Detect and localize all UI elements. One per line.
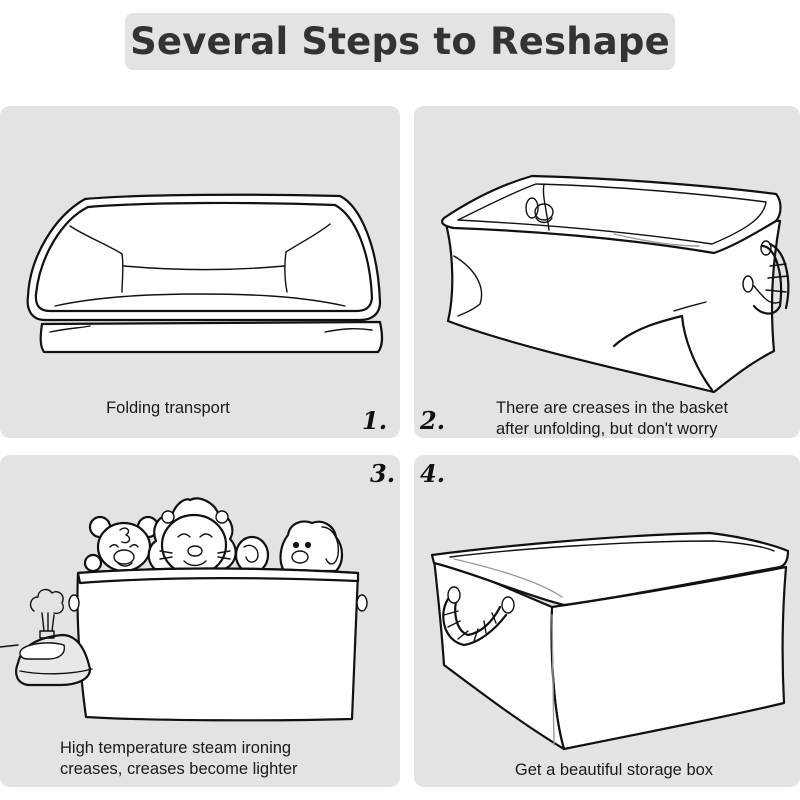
step-2-caption: There are creases in the basket after un… [496,398,776,438]
caption-line: Folding transport [106,399,230,417]
step-panel-3: 3. [0,455,400,787]
basket-with-toys-illustration [0,497,368,722]
caption-line: Get a beautiful storage box [514,761,714,779]
caption-line: High temperature steam ironing [60,739,292,757]
creased-basket-illustration [441,174,790,394]
page-title: Several Steps to Reshape [130,20,670,63]
folded-basket-illustration [26,193,384,354]
step-panel-4: 4. Get a beautiful storage box [414,455,800,787]
step-1-number: 1. [362,406,388,435]
step-4-number: 4. [420,459,446,488]
step-3-caption: High temperature steam ironing creases, … [60,738,350,780]
step-panel-2: There are creases in the basket after un… [414,106,800,438]
caption-line: There are creases in the basket [496,399,729,417]
step-panel-1: Folding transport 1. [0,106,400,438]
step-2-number: 2. [420,406,446,435]
caption-line: after unfolding, but don't worry [496,420,718,438]
caption-line: creases, creases become lighter [60,760,298,778]
step-3-number: 3. [370,459,396,488]
step-1-caption: Folding transport [68,398,268,419]
storage-box-illustration [430,531,790,751]
title-banner: Several Steps to Reshape [125,13,675,70]
step-4-caption: Get a beautiful storage box [474,760,754,781]
